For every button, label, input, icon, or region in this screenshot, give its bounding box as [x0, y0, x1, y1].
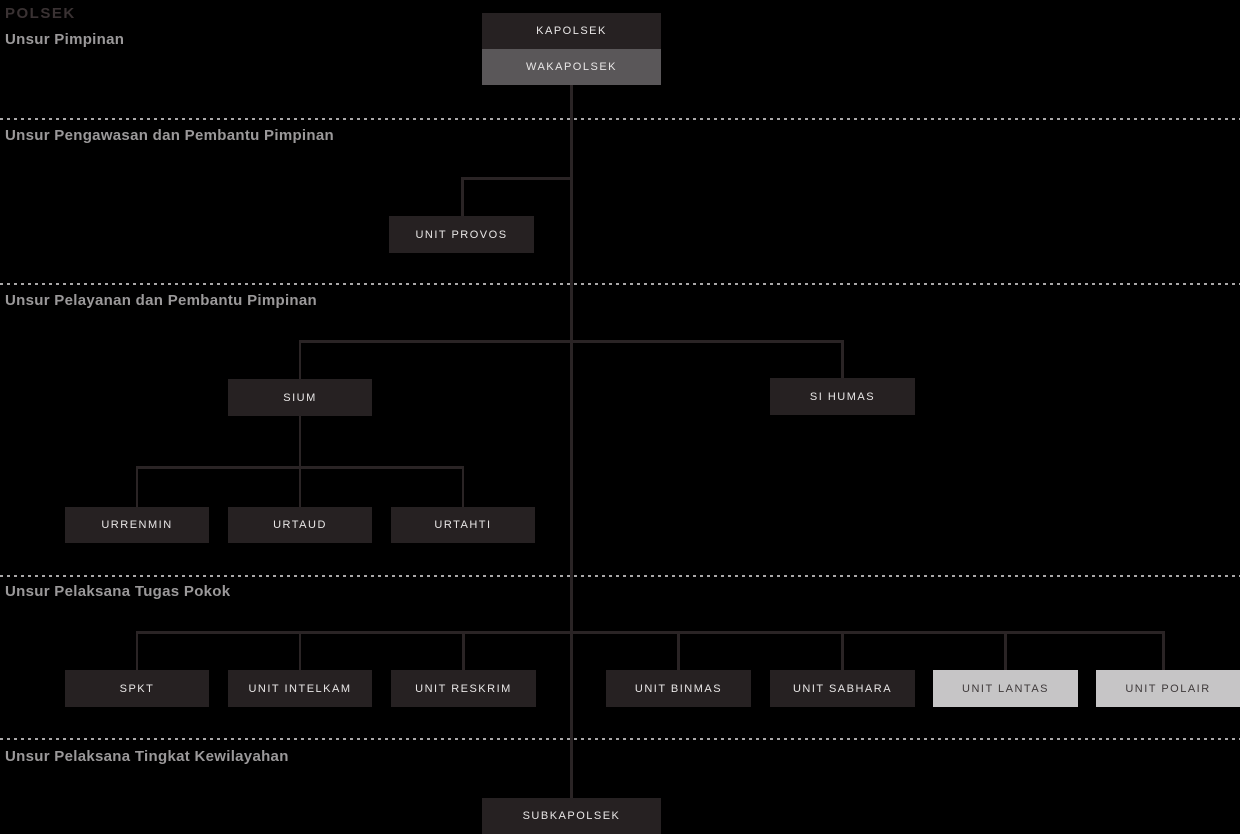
connector-intelkam-v [298, 631, 301, 670]
node-label: UNIT SABHARA [792, 682, 893, 695]
node-label: SIUM [283, 391, 317, 404]
node-label: SUBKAPOLSEK [522, 810, 621, 822]
section-divider [0, 738, 1240, 740]
connector-binmas-v [677, 631, 680, 670]
node-kapolsek[interactable]: KAPOLSEK [482, 13, 661, 49]
connector-provos-v [461, 177, 464, 216]
connector-spkt-v [135, 631, 138, 670]
section-label-pelaksana: Unsur Pelaksana Tugas Pokok [5, 583, 231, 600]
section-divider [0, 118, 1240, 120]
section-label-kewilayahan: Unsur Pelaksana Tingkat Kewilayahan [5, 748, 289, 765]
node-unit-binmas[interactable]: UNIT BINMAS [606, 670, 751, 707]
section-divider [0, 283, 1240, 285]
node-urrenmin[interactable]: URRENMIN [65, 507, 209, 543]
connector-sium-child-v [298, 416, 301, 466]
section-label-pimpinan: Unsur Pimpinan [5, 31, 125, 48]
connector-urrenmin-v [135, 466, 138, 507]
connector-lantas-v [1004, 631, 1007, 670]
node-unit-reskrim[interactable]: UNIT RESKRIM [391, 670, 536, 707]
connector-trunk [570, 85, 573, 798]
connector-sabhara-v [841, 631, 844, 670]
node-label: UNIT INTELKAM [248, 682, 352, 695]
connector-polair-v [1162, 631, 1165, 670]
node-si-humas[interactable]: SI HUMAS [770, 378, 915, 415]
node-wakapolsek[interactable]: WAKAPOLSEK [482, 49, 661, 85]
connector-sium-v [298, 340, 301, 379]
node-label: WAKAPOLSEK [525, 61, 617, 73]
connector-row4-h [135, 631, 1165, 634]
node-label: SI HUMAS [809, 390, 876, 403]
node-urtaud[interactable]: URTAUD [228, 507, 372, 543]
node-subkapolsek[interactable]: SUBKAPOLSEK [482, 798, 661, 834]
node-label: UNIT POLAIR [1125, 682, 1211, 695]
page-title: POLSEK [5, 5, 76, 22]
node-label: URRENMIN [101, 519, 173, 531]
node-label: UNIT BINMAS [634, 682, 723, 695]
node-unit-polair[interactable]: UNIT POLAIR [1096, 670, 1240, 707]
node-unit-intelkam[interactable]: UNIT INTELKAM [228, 670, 372, 707]
node-label: UNIT LANTAS [962, 682, 1049, 695]
node-sium[interactable]: SIUM [228, 379, 372, 416]
node-label: URTAUD [273, 519, 327, 531]
node-urtahti[interactable]: URTAHTI [391, 507, 535, 543]
section-divider [0, 575, 1240, 577]
node-unit-lantas[interactable]: UNIT LANTAS [933, 670, 1078, 707]
connector-row2-h [298, 340, 844, 343]
node-spkt[interactable]: SPKT [65, 670, 209, 707]
node-label: UNIT RESKRIM [415, 682, 512, 695]
connector-provos-h [461, 177, 573, 180]
section-label-pengawasan: Unsur Pengawasan dan Pembantu Pimpinan [5, 127, 334, 144]
node-label: URTAHTI [434, 519, 492, 531]
connector-sihumas-v [841, 340, 844, 378]
node-label: SPKT [119, 682, 155, 695]
connector-urtaud-v [298, 466, 301, 507]
node-label: KAPOLSEK [536, 25, 607, 37]
section-label-pelayanan: Unsur Pelayanan dan Pembantu Pimpinan [5, 292, 318, 309]
node-label: UNIT PROVOS [415, 228, 508, 241]
node-unit-provos[interactable]: UNIT PROVOS [389, 216, 534, 253]
connector-urtahti-v [461, 466, 464, 507]
connector-reskrim-v [462, 631, 465, 670]
node-unit-sabhara[interactable]: UNIT SABHARA [770, 670, 915, 707]
